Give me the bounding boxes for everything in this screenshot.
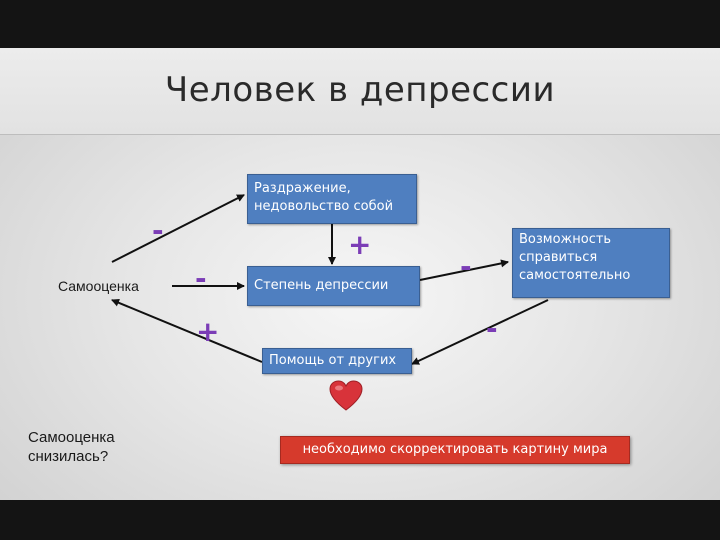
question-text: Самооценка снизилась? <box>28 429 115 465</box>
node-irritation: Раздражение, недовольство собой <box>247 174 417 224</box>
node-depression-degree: Степень депрессии <box>247 266 420 306</box>
node-cope-ability: Возможность справиться самостоятельно <box>512 228 670 298</box>
sign-self-esteem-to-depression: - <box>195 262 207 295</box>
arrow-cope-to-help <box>411 299 549 365</box>
sign-depression-to-cope: - <box>460 250 472 283</box>
arrow-self-esteem-to-irritation <box>111 194 245 263</box>
sign-cope-to-help: - <box>486 312 498 345</box>
sign-irritation-to-depression: + <box>348 228 372 261</box>
sign-self-esteem-to-irritation: - <box>152 214 164 247</box>
bottom-bar <box>0 500 720 540</box>
arrow-depression-to-cope <box>419 259 509 281</box>
heart-icon <box>329 380 363 411</box>
slide-title: Человек в депрессии <box>164 70 556 110</box>
sign-help-to-self-esteem: + <box>196 315 220 348</box>
title-band <box>0 48 720 135</box>
node-self-esteem: Самооценка <box>58 278 139 294</box>
conclusion-banner: необходимо скорректировать картину мира <box>280 436 630 464</box>
arrow-help-to-self-esteem <box>111 298 263 363</box>
node-help-from-others: Помощь от других <box>262 348 412 374</box>
